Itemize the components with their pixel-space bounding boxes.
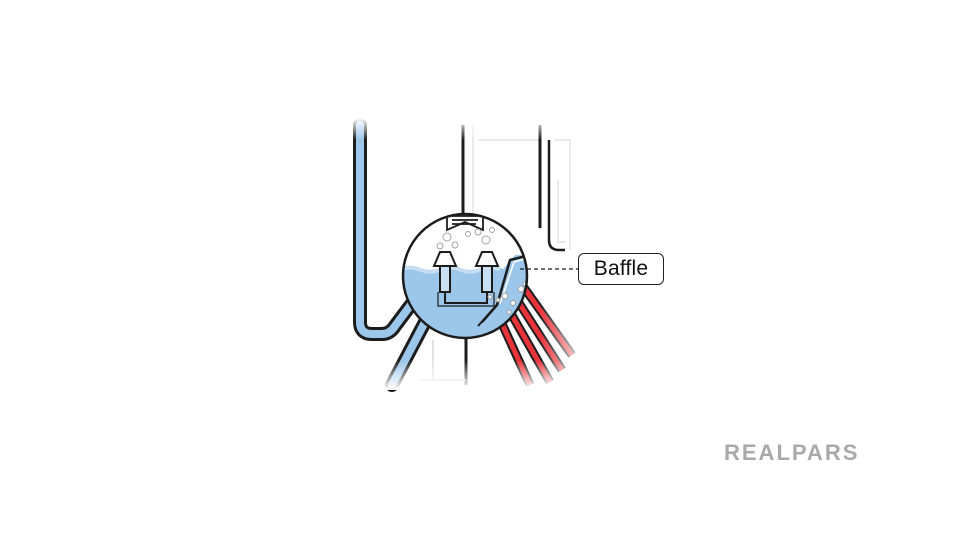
- baffle: [481, 253, 527, 323]
- steam-outlet: [446, 214, 484, 232]
- baffle-callout-label: Baffle: [578, 253, 664, 285]
- steam-separators: [432, 251, 500, 307]
- realpars-logo: REALPARS: [724, 440, 860, 465]
- baffle-label-text: Baffle: [593, 257, 649, 280]
- bubbles: [436, 227, 527, 315]
